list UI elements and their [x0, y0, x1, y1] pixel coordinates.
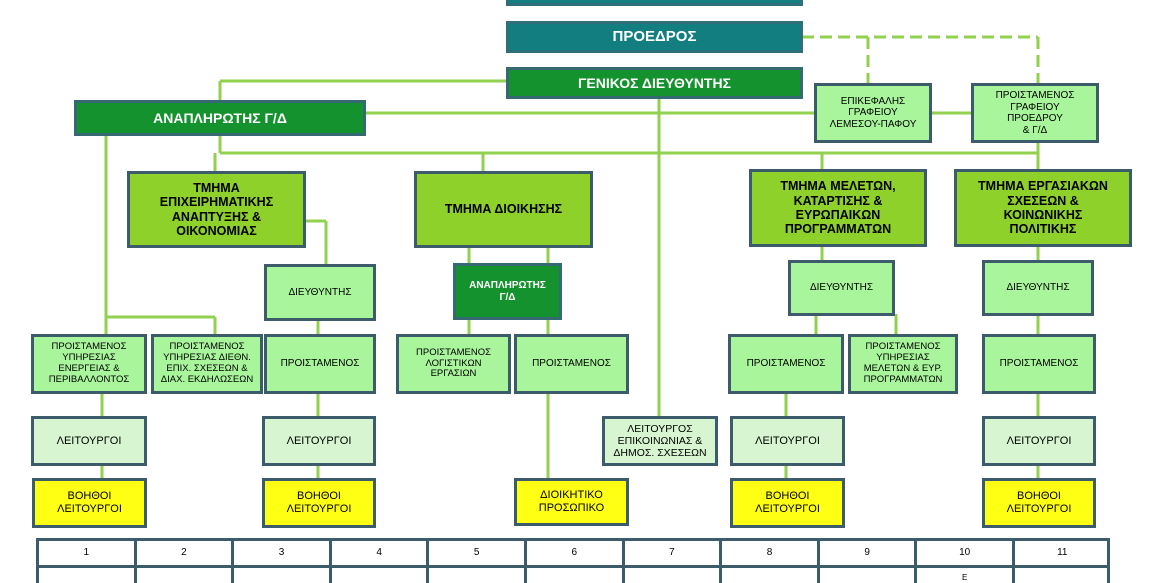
number-row-divider — [917, 565, 1012, 568]
number-label: 1 — [83, 547, 90, 558]
number-row-divider — [624, 565, 720, 568]
head-studies-box: ΠΡΟΙΣΤΑΜΕΝΟΣ — [728, 334, 844, 394]
number-label: 6 — [571, 547, 578, 558]
number-row-divider — [1015, 565, 1110, 568]
number-row-divider — [234, 565, 329, 568]
dept-labour-box: ΤΜΗΜΑ ΕΡΓΑΣΙΑΚΩΝ ΣΧΕΣΕΩΝ & ΚΟΙΝΩΝΙΚΗΣ ΠΟ… — [954, 169, 1132, 247]
officers-energy-box: ΛΕΙΤΟΥΡΓΟΙ — [31, 416, 147, 466]
dept-studies-box: ΤΜΗΜΑ ΜΕΛΕΤΩΝ, ΚΑΤΑΡΤΙΣΗΣ & ΕΥΡΩΠΑΙΚΩΝ Π… — [749, 169, 927, 247]
officers-labour-box: ΛΕΙΤΟΥΡΓΟΙ — [982, 416, 1096, 466]
number-row-divider — [819, 565, 915, 568]
dept-admin-box: ΤΜΗΜΑ ΔΙΟΙΚΗΣΗΣ — [414, 171, 593, 248]
number-label: 10 — [959, 547, 971, 558]
director-business-box: ΔΙΕΥΘΥΝΤΗΣ — [264, 264, 376, 321]
number-cell: 5 — [426, 541, 524, 583]
general-director-box: ΓΕΝΙΚΟΣ ΔΙΕΥΘΥΝΤΗΣ — [506, 67, 803, 99]
head-eu-programs-box: ΠΡΟΙΣΤΑΜΕΝΟΣ ΥΠΗΡΕΣΙΑΣ ΜΕΛΕΤΩΝ & ΕΥΡ. ΠΡ… — [848, 334, 958, 394]
number-row-divider — [429, 565, 524, 568]
assistants-studies-box: ΒΟΗΘΟΙ ΛΕΙΤΟΥΡΓΟΙ — [730, 478, 845, 528]
top-box — [506, 0, 803, 6]
number-cell: 1 — [36, 541, 134, 583]
number-label: 5 — [473, 547, 480, 558]
head-office-limassol-pafos-box: ΕΠΙΚΕΦΑΛΗΣ ΓΡΑΦΕΙΟΥ ΛΕΜΕΣΟΥ-ΠΑΦΟΥ — [814, 83, 932, 143]
deputy-gd-admin-box: ΑΝΑΠΛΗΡΩΤΗΣ Γ/Δ — [453, 263, 562, 320]
number-row-divider — [722, 565, 817, 568]
cutoff-text: Ε — [962, 573, 968, 582]
number-cell: 4 — [328, 541, 427, 583]
number-label: 3 — [278, 547, 285, 558]
number-row-divider — [331, 565, 427, 568]
director-labour-box: ΔΙΕΥΘΥΝΤΗΣ — [982, 260, 1094, 316]
number-cell: 7 — [621, 541, 720, 583]
number-cell: 11 — [1012, 541, 1110, 583]
number-label: 2 — [181, 547, 187, 558]
head-office-president-box: ΠΡΟΙΣΤΑΜΕΝΟΣ ΓΡΑΦΕΙΟΥ ΠΡΟΕΔΡΟΥ & Γ/Δ — [971, 83, 1099, 143]
officer-pr-box: ΛΕΙΤΟΥΡΓΟΣ ΕΠΙΚΟΙΝΩΝΙΑΣ & ΔΗΜΟΣ. ΣΧΕΣΕΩΝ — [602, 416, 718, 466]
officers-studies-box: ΛΕΙΤΟΥΡΓΟΙ — [730, 416, 845, 466]
number-cell: 8 — [719, 541, 817, 583]
number-label: 9 — [864, 547, 870, 558]
admin-staff-box: ΔΙΟΙΚΗΤΙΚΟ ΠΡΟΣΩΠΙΚΟ — [514, 478, 629, 526]
number-label: 11 — [1057, 547, 1068, 558]
president-box: ΠΡΟΕΔΡΟΣ — [506, 21, 803, 53]
number-label: 8 — [766, 547, 773, 558]
head-accounting-box: ΠΡΟΙΣΤΑΜΕΝΟΣ ΛΟΓΙΣΤΙΚΩΝ ΕΡΓΑΣΙΩΝ — [396, 334, 511, 394]
assistants-energy-box: ΒΟΗΘΟΙ ΛΕΙΤΟΥΡΓΟΙ — [32, 478, 147, 528]
assistants-labour-box: ΒΟΗΘΟΙ ΛΕΙΤΟΥΡΓΟΙ — [982, 478, 1096, 528]
number-cell: 2 — [133, 541, 232, 583]
number-row-end — [1106, 541, 1110, 583]
head-labour-box: ΠΡΟΙΣΤΑΜΕΝΟΣ — [982, 334, 1096, 394]
number-cell: 3 — [231, 541, 329, 583]
head-business-box: ΠΡΟΙΣΤΑΜΕΝΟΣ — [264, 334, 376, 394]
head-intl-box: ΠΡΟΙΣΤΑΜΕΝΟΣ ΥΠΗΡΕΣΙΑΣ ΔΙΕΘΝ. ΕΠΙΧ. ΣΧΕΣ… — [151, 334, 263, 394]
officers-business-box: ΛΕΙΤΟΥΡΓΟΙ — [262, 416, 376, 466]
number-row-divider — [136, 565, 232, 568]
number-cell: 9 — [816, 541, 915, 583]
deputy-gd-box: ΑΝΑΠΛΗΡΩΤΗΣ Γ/Δ — [74, 100, 366, 136]
number-label: 4 — [376, 547, 382, 558]
number-cell: 6 — [524, 541, 622, 583]
head-admin-box: ΠΡΟΙΣΤΑΜΕΝΟΣ — [514, 334, 629, 394]
head-energy-box: ΠΡΟΙΣΤΑΜΕΝΟΣ ΥΠΗΡΕΣΙΑΣ ΕΝΕΡΓΕΙΑΣ & ΠΕΡΙΒ… — [31, 334, 147, 394]
assistants-business-box: ΒΟΗΘΟΙ ΛΕΙΤΟΥΡΓΟΙ — [262, 478, 376, 528]
dept-business-box: ΤΜΗΜΑ ΕΠΙΧΕΙΡΗΜΑΤΙΚΗΣ ΑΝΑΠΤΥΞΗΣ & ΟΙΚΟΝΟ… — [127, 171, 306, 248]
number-row-divider — [39, 565, 134, 568]
number-label: 7 — [669, 547, 675, 558]
number-row-divider — [527, 565, 622, 568]
director-studies-box: ΔΙΕΥΘΥΝΤΗΣ — [788, 260, 895, 316]
